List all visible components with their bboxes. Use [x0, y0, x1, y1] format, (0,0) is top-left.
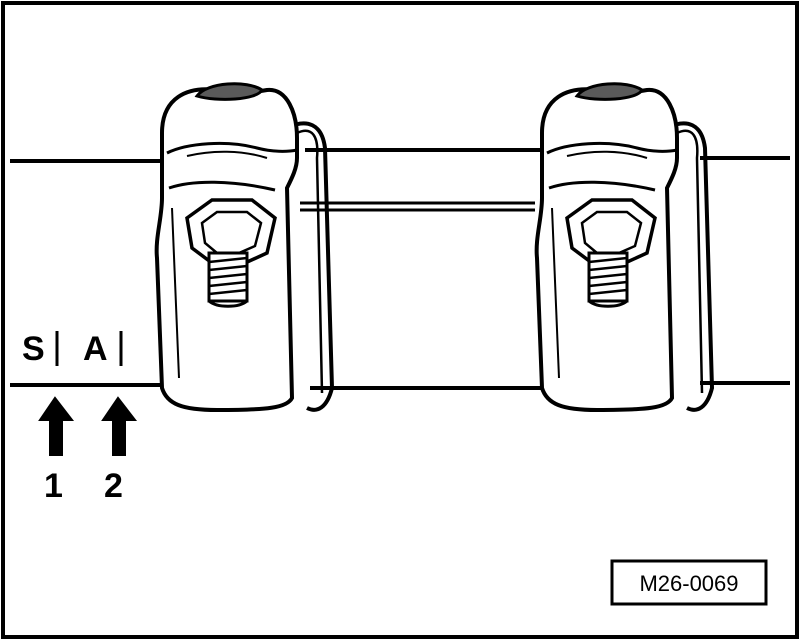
up-arrow-icon — [101, 396, 138, 456]
middle-pipe — [300, 148, 545, 390]
reference-code-box: M26-0069 — [610, 559, 768, 606]
marker-s-label: S — [22, 330, 45, 368]
marker-s: S — [22, 330, 59, 368]
callout-2: 2 — [104, 467, 123, 505]
left-pipe — [10, 159, 162, 387]
marker-a: A — [83, 330, 123, 368]
reference-code: M26-0069 — [639, 571, 738, 596]
right-pipe — [700, 156, 790, 385]
up-arrow-icon — [38, 396, 75, 456]
marker-a-label: A — [83, 330, 108, 368]
callout-1: 1 — [44, 467, 63, 505]
